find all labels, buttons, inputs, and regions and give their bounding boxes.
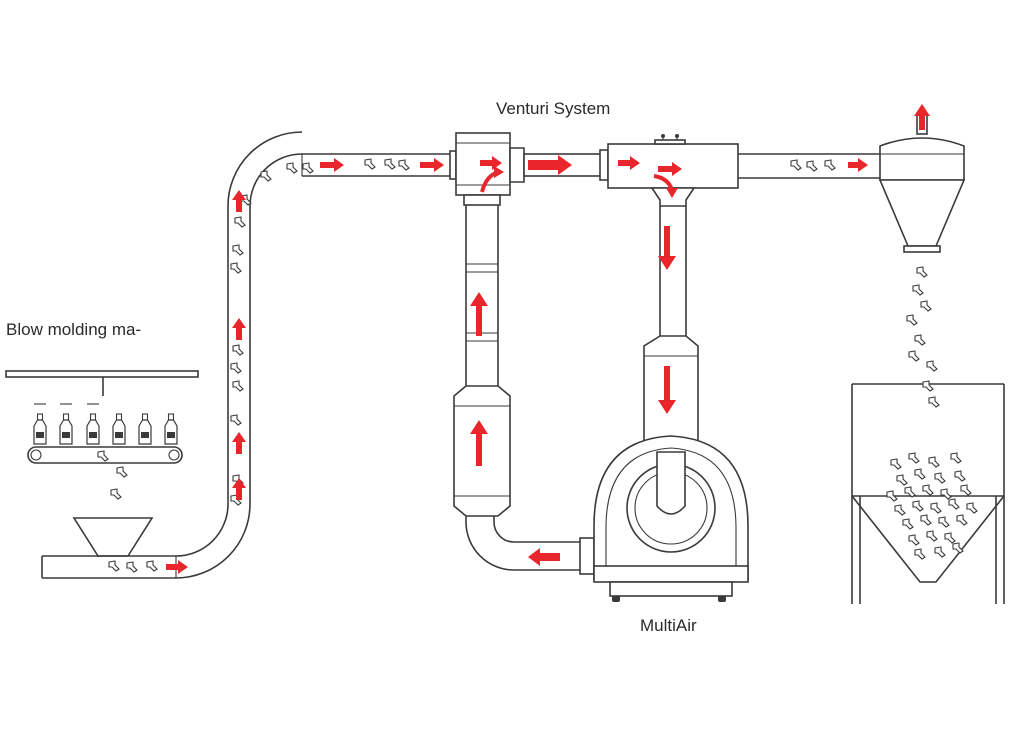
preform-icon [126,561,138,573]
multiair-downpipe [643,187,699,453]
bottle-icon [112,413,126,445]
flow-arrow-icon [420,158,444,172]
bottle-icon [59,413,73,445]
preform-icon [824,159,836,171]
return-elbow [465,521,595,575]
return-column [453,194,511,522]
preform-icon [230,414,242,426]
flow-arrow-icon [528,155,572,175]
preform-icon [234,216,246,228]
flow-arrow-icon [232,478,246,500]
preform-icon [230,262,242,274]
flow-arrow-icon [914,104,930,130]
multiair-label: MultiAir [640,616,697,635]
flow-arrow-icon [658,366,676,414]
riser-pipe [175,131,303,579]
storage-silo [851,383,1005,604]
feed-hopper [72,517,154,557]
preform-icon [384,158,396,170]
flow-arrow-icon [232,318,246,340]
preform-icon [286,162,298,174]
multiair-unit [593,435,749,602]
flow-arrows [166,104,930,574]
flow-arrow-icon [320,158,344,172]
preform-icon [260,170,272,182]
feed-pipe [41,555,177,579]
flow-arrow-icon [470,292,488,336]
preform-icon [232,244,244,256]
flow-arrow-icon [232,190,246,212]
cyclone-separator [878,113,966,253]
preforms-in-silo [886,452,978,560]
flow-arrow-icon [528,548,560,566]
preform-icon [806,160,818,172]
flow-arrow-icon [480,156,502,170]
preform-icon [302,162,314,174]
preform-icon [230,362,242,374]
preforms-falling [906,266,940,408]
blow-molding-machine-label: Blow molding ma- [6,320,142,339]
preform-icon [146,560,158,572]
blow-molding-machine [5,370,199,500]
flow-arrow-icon [166,560,188,574]
preform-icon [790,159,802,171]
flow-arrow-icon [618,156,640,170]
preform-icon [232,344,244,356]
bottle-icon [164,413,178,445]
bottle-icon [86,413,100,445]
flow-arrow-icon [232,432,246,454]
outlet-pipe [738,153,880,179]
preform-icon [108,560,120,572]
flow-arrow-icon [470,420,488,466]
machine-top-plate [5,370,199,378]
preform-icon [398,159,410,171]
bottle-icon [138,413,152,445]
flow-arrow-icon [848,158,868,172]
preform-icon [364,158,376,170]
preform-icon [232,380,244,392]
flow-arrow-icon [658,226,676,270]
bottle-row [33,403,178,445]
flow-arrow-icon [658,162,682,176]
bottle-icon [33,413,47,445]
venturi-system-label: Venturi System [496,99,611,118]
conveyor-belt [27,446,183,464]
